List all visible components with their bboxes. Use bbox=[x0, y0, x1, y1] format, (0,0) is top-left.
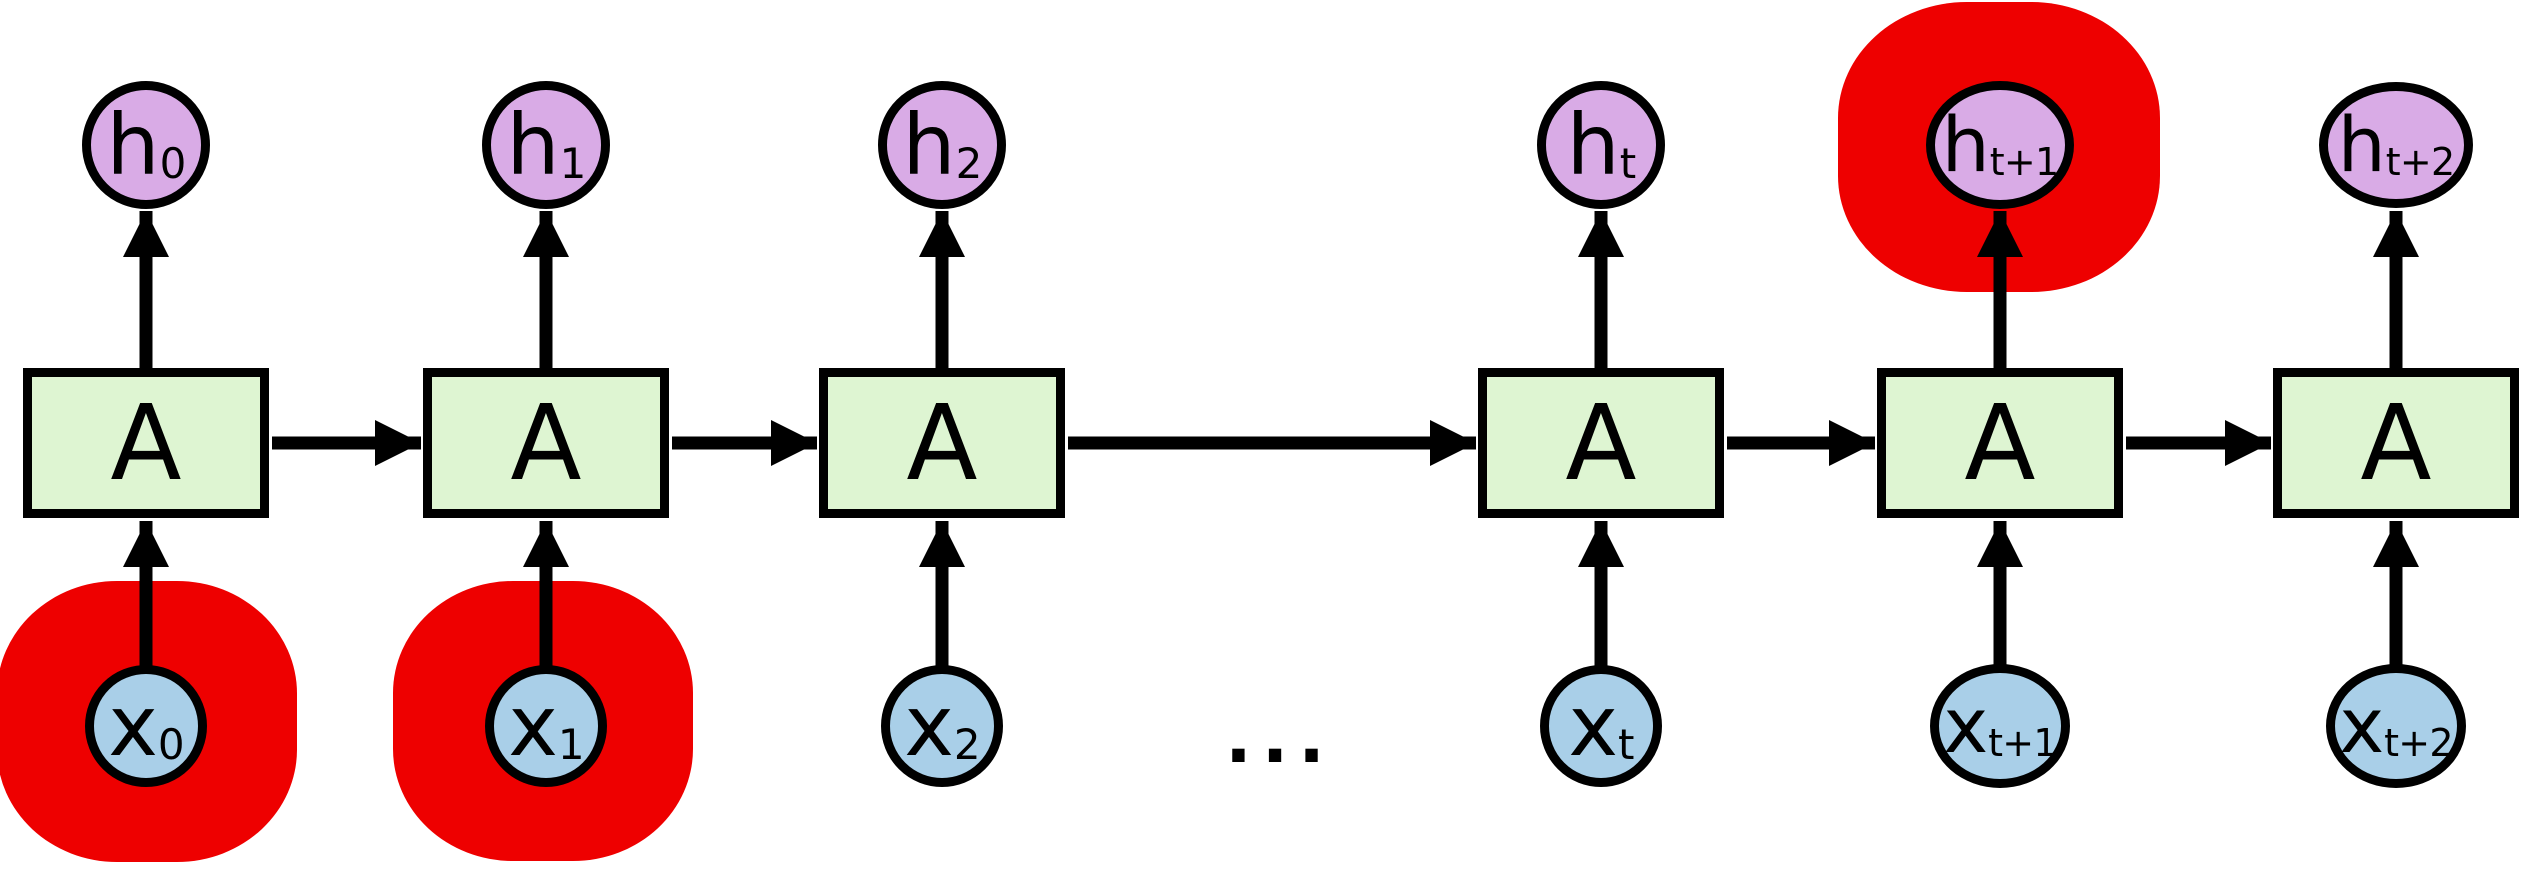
cell-label: A bbox=[110, 382, 182, 504]
cell-box-a0: A bbox=[23, 368, 269, 518]
cell-box-at: A bbox=[1478, 368, 1724, 518]
cell-box-a1: A bbox=[423, 368, 669, 518]
ellipsis-label: ... bbox=[1225, 697, 1335, 779]
cell-box-at1: A bbox=[1877, 368, 2123, 518]
cell-label: A bbox=[1964, 382, 2036, 504]
cell-label: A bbox=[1565, 382, 1637, 504]
cell-box-a2: A bbox=[819, 368, 1065, 518]
cell-label: A bbox=[906, 382, 978, 504]
cell-box-at2: A bbox=[2273, 368, 2519, 518]
cell-label: A bbox=[2360, 382, 2432, 504]
cell-label: A bbox=[510, 382, 582, 504]
